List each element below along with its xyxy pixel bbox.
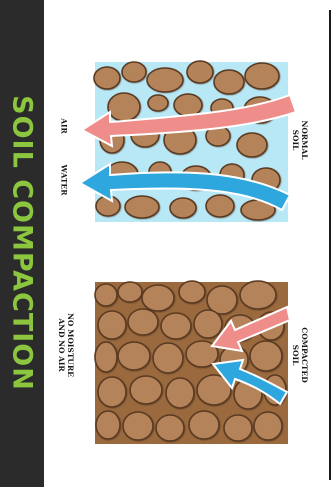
air-label: AIR (60, 118, 69, 134)
compacted-soil-label: COMPACTED SOIL (291, 327, 309, 383)
normal-soil-label: NORMAL SOIL (291, 120, 309, 159)
compacted-soil-block (95, 281, 288, 444)
water-label: WATER (60, 165, 69, 196)
no-moisture-label: NO MOISTURE AND NO AIR (57, 313, 75, 377)
